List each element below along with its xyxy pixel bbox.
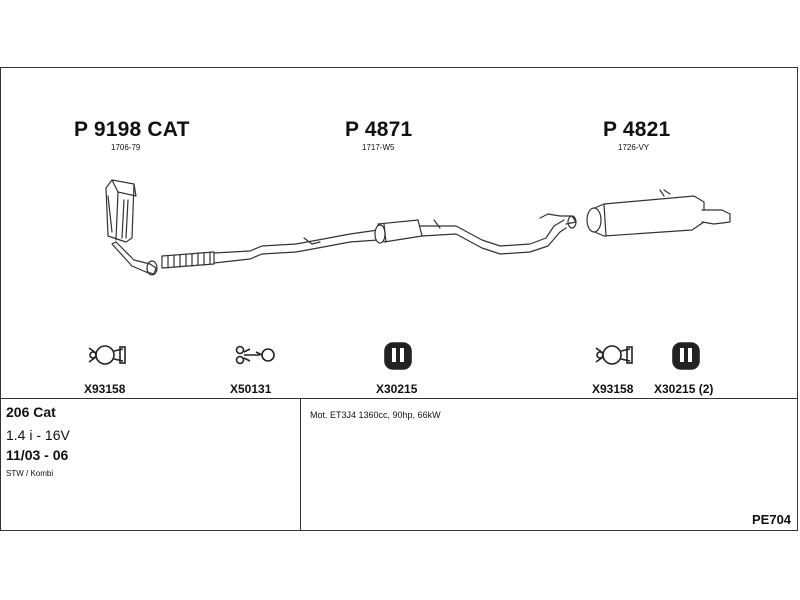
bolt-clamp-icon [235, 345, 275, 365]
flex-pipe-drawing [161, 251, 215, 269]
divider-horizontal [0, 398, 798, 399]
part-code-rear-silencer: 1726-VY [618, 143, 650, 152]
part-code-middle-silencer: 1717-W5 [362, 143, 395, 152]
rubber-hanger-icon [384, 342, 412, 370]
divider-vertical [300, 398, 301, 531]
intermediate-pipe-drawing [419, 213, 577, 255]
clamp-icon [88, 345, 126, 365]
part-code-catalytic-converter: 1706-79 [111, 143, 141, 152]
accessory-code: X50131 [230, 382, 272, 396]
part-number-rear-silencer: P 4821 [603, 118, 671, 141]
catalytic-converter-drawing [105, 179, 158, 276]
accessory-code: X93158 [592, 382, 634, 396]
rubber-hanger-icon [672, 342, 700, 370]
rear-silencer-drawing [586, 189, 731, 237]
front-pipe-drawing [213, 229, 379, 264]
accessory-code: X30215 [376, 382, 418, 396]
diagram-frame [0, 67, 798, 531]
accessory-code: X30215 (2) [654, 382, 714, 396]
diagram-code: PE704 [752, 512, 792, 527]
part-number-catalytic-converter: P 9198 CAT [74, 118, 190, 141]
engine-note: Mot. ET3J4 1360cc, 90hp, 66kW [310, 410, 441, 420]
vehicle-years: 11/03 - 06 [6, 447, 69, 463]
part-number-middle-silencer: P 4871 [345, 118, 413, 141]
clamp-icon [595, 345, 633, 365]
vehicle-model: 206 Cat [6, 404, 56, 420]
accessory-code: X93158 [84, 382, 126, 396]
vehicle-body: STW / Kombi [6, 469, 54, 478]
vehicle-engine: 1.4 i - 16V [6, 427, 70, 443]
middle-silencer-drawing [374, 219, 423, 244]
